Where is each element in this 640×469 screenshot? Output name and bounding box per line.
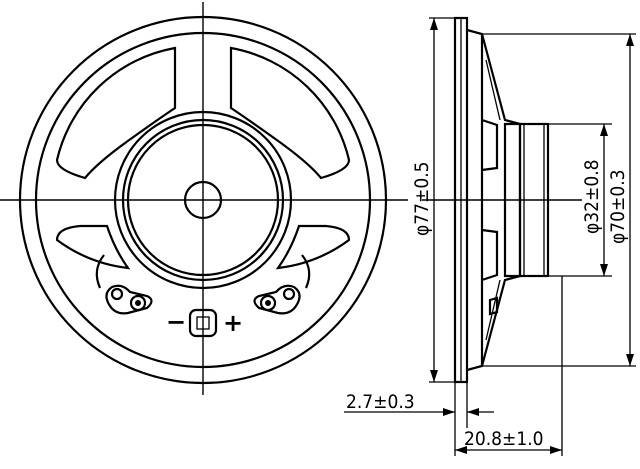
cone-inner-ring	[121, 118, 285, 282]
frame-window-top-left	[55, 46, 177, 180]
cone-recess	[126, 123, 280, 277]
front-view: − +	[0, 2, 408, 395]
lead-wire-left	[95, 254, 105, 289]
total-depth-label: 20.8±1.0	[464, 428, 544, 450]
minus-symbol: −	[166, 308, 186, 336]
outer-rim	[18, 15, 388, 385]
terminal-board-marker	[188, 308, 218, 338]
side-view	[422, 16, 582, 384]
outer-diameter-label: φ77±0.5	[411, 161, 433, 236]
plus-symbol: +	[223, 309, 243, 337]
inner-rim	[34, 31, 372, 369]
magnet	[518, 122, 550, 278]
mount-diameter-label: φ70±0.3	[607, 169, 629, 244]
center-pole	[183, 180, 223, 220]
magnet-diameter-label: φ32±0.8	[581, 159, 603, 234]
terminal-left	[105, 284, 153, 315]
frame-window-bottom-right	[275, 224, 351, 270]
basket-outline	[466, 28, 521, 372]
terminal-right	[253, 284, 301, 315]
frame-window-bottom-left	[55, 224, 131, 270]
dimensions: φ77±0.5 φ32±0.8 φ70±0.3 2.7±0.3 20.8±1.0	[344, 17, 636, 456]
frame-window-top-right	[229, 46, 351, 180]
cone-outer-ring	[113, 110, 293, 290]
lead-wire-right	[301, 254, 311, 289]
rim-thickness-label: 2.7±0.3	[346, 391, 415, 413]
